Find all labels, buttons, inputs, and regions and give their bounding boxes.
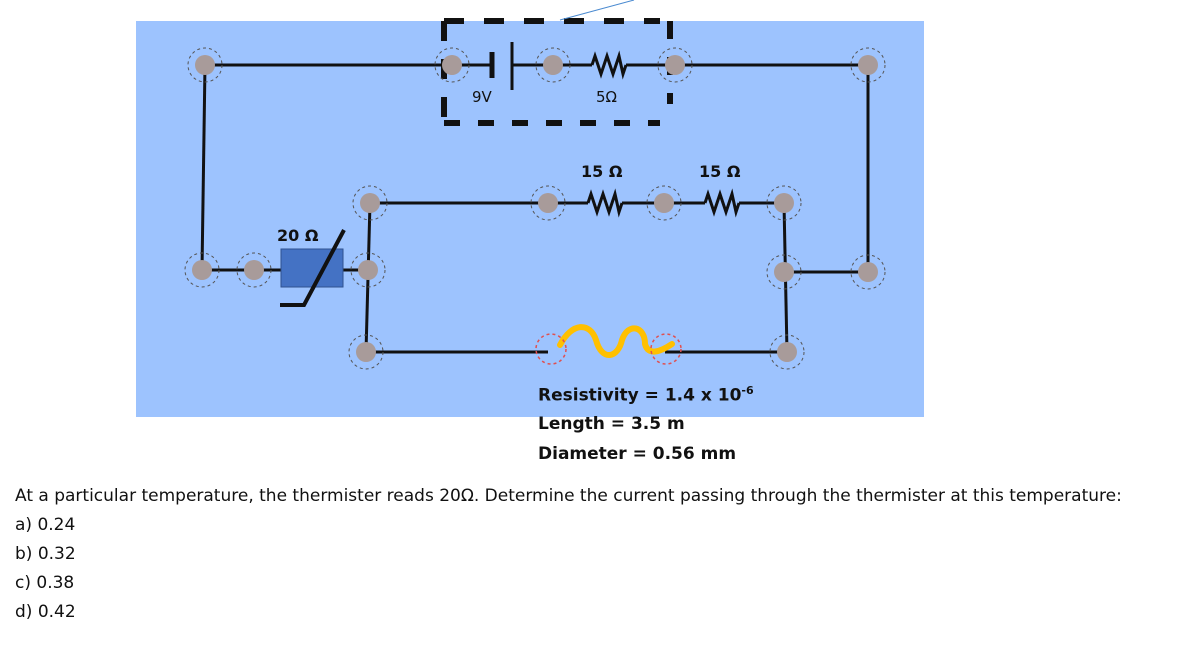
terminal-node bbox=[777, 342, 797, 362]
terminal-ring bbox=[850, 254, 886, 290]
terminal-node bbox=[774, 193, 794, 213]
terminal-ring bbox=[348, 334, 384, 370]
internal-resistor-label: 5Ω bbox=[596, 88, 618, 106]
terminal-ring bbox=[352, 185, 388, 221]
terminal-node bbox=[358, 260, 378, 280]
terminal-ring bbox=[657, 47, 693, 83]
terminal-ring bbox=[766, 254, 802, 290]
terminal-ring bbox=[646, 185, 682, 221]
diameter-label: Diameter = 0.56 mm bbox=[538, 444, 737, 464]
terminal-ring bbox=[769, 334, 805, 370]
terminal-ring bbox=[535, 47, 571, 83]
answer-option-a: a) 0.24 bbox=[15, 515, 76, 535]
thermistor-label: 20 Ω bbox=[277, 226, 319, 245]
terminal-node bbox=[665, 55, 685, 75]
resistivity-text: Resistivity = 1.4 x 10 bbox=[538, 385, 742, 406]
wire-left-vertical bbox=[200, 64, 207, 271]
terminal-node bbox=[244, 260, 264, 280]
loose-terminal-ring bbox=[535, 333, 567, 365]
terminal-ring bbox=[184, 252, 220, 288]
terminal-nodes bbox=[192, 55, 878, 362]
battery-label: 9V bbox=[472, 88, 492, 106]
terminal-ring bbox=[236, 252, 272, 288]
resistivity-exponent: -6 bbox=[741, 384, 754, 397]
question-prompt: At a particular temperature, the thermis… bbox=[15, 486, 1122, 506]
thermistor-arrow bbox=[280, 229, 346, 307]
terminal-node bbox=[858, 262, 878, 282]
terminal-node bbox=[774, 262, 794, 282]
terminals bbox=[184, 47, 886, 370]
terminal-node bbox=[442, 55, 462, 75]
terminal-ring bbox=[350, 252, 386, 288]
terminal-node bbox=[543, 55, 563, 75]
internal-resistor bbox=[590, 50, 628, 80]
terminal-node bbox=[195, 55, 215, 75]
thermistor bbox=[280, 229, 346, 307]
terminal-node bbox=[356, 342, 376, 362]
thermistor-body bbox=[280, 248, 344, 288]
resistor-a bbox=[586, 188, 624, 218]
answer-option-b: b) 0.32 bbox=[15, 544, 76, 564]
resistor-b-label: 15 Ω bbox=[699, 162, 741, 181]
answer-option-c: c) 0.38 bbox=[15, 573, 75, 593]
terminal-ring bbox=[530, 185, 566, 221]
pointer-line bbox=[559, 0, 635, 21]
question-block: At a particular temperature, the thermis… bbox=[15, 482, 1185, 627]
terminal-node bbox=[538, 193, 558, 213]
terminal-ring bbox=[187, 47, 223, 83]
loose-terminals bbox=[535, 333, 682, 365]
resistor-a-label: 15 Ω bbox=[581, 162, 623, 181]
terminal-node bbox=[360, 193, 380, 213]
terminal-node bbox=[192, 260, 212, 280]
battery bbox=[489, 42, 514, 90]
terminal-node bbox=[654, 193, 674, 213]
terminal-ring bbox=[850, 47, 886, 83]
terminal-ring bbox=[434, 47, 470, 83]
length-label: Length = 3.5 m bbox=[538, 414, 685, 434]
terminal-ring bbox=[766, 185, 802, 221]
resistivity-label: Resistivity = 1.4 x 10-6 bbox=[538, 384, 754, 406]
resistor-b bbox=[703, 188, 741, 218]
terminal-node bbox=[858, 55, 878, 75]
circuit-panel bbox=[136, 21, 924, 417]
loose-terminal-ring bbox=[650, 333, 682, 365]
answer-option-d: d) 0.42 bbox=[15, 602, 76, 622]
resistance-wire bbox=[557, 324, 675, 358]
